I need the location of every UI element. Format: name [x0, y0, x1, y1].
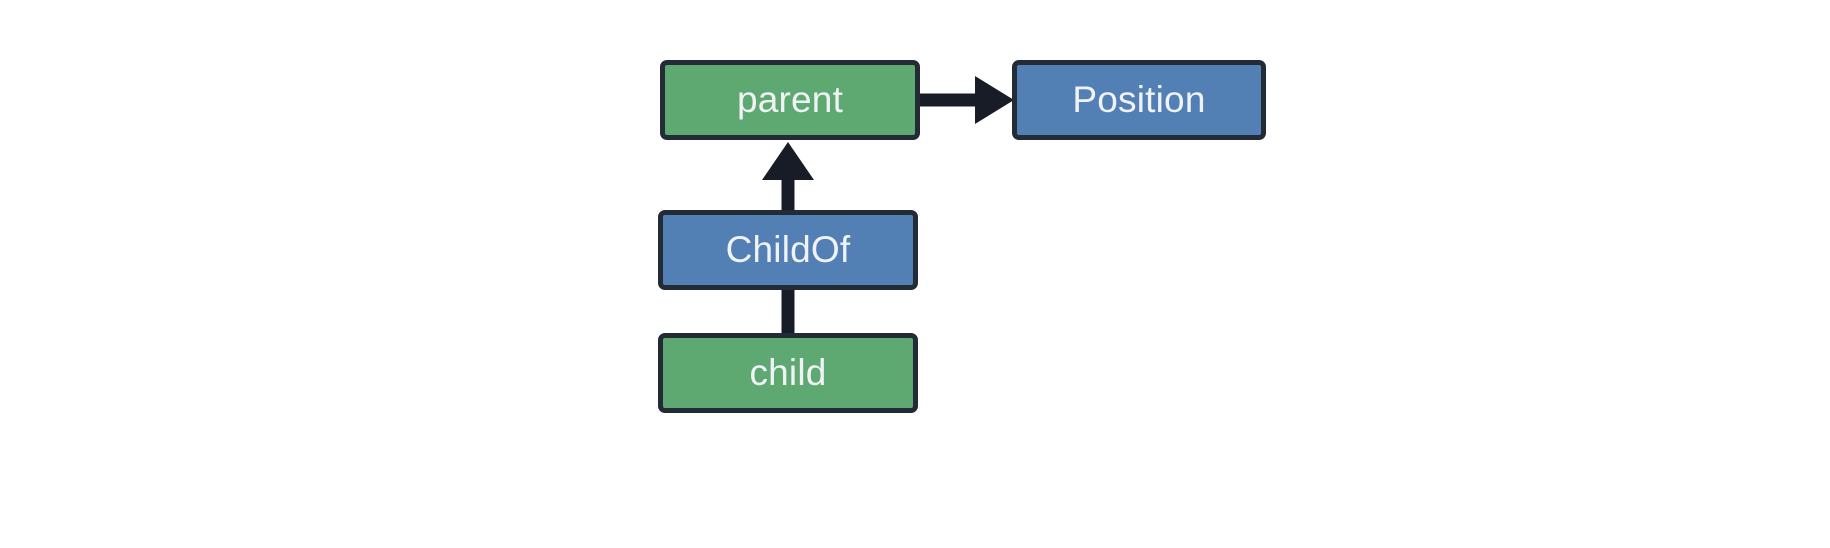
- node-child-label: child: [749, 351, 827, 393]
- edge-parent-to-position-arrowhead: [975, 76, 1014, 124]
- node-parent[interactable]: parent: [660, 60, 920, 140]
- edge-childof-to-parent-arrowhead: [762, 142, 814, 180]
- edge-childof-to-parent: [762, 142, 814, 212]
- node-position-label: Position: [1072, 78, 1206, 120]
- node-child[interactable]: child: [658, 333, 918, 413]
- node-childof-label: ChildOf: [725, 228, 851, 270]
- node-position[interactable]: Position: [1012, 60, 1266, 140]
- node-parent-label: parent: [736, 78, 844, 120]
- edge-parent-to-position: [918, 76, 1014, 124]
- node-childof[interactable]: ChildOf: [658, 210, 918, 290]
